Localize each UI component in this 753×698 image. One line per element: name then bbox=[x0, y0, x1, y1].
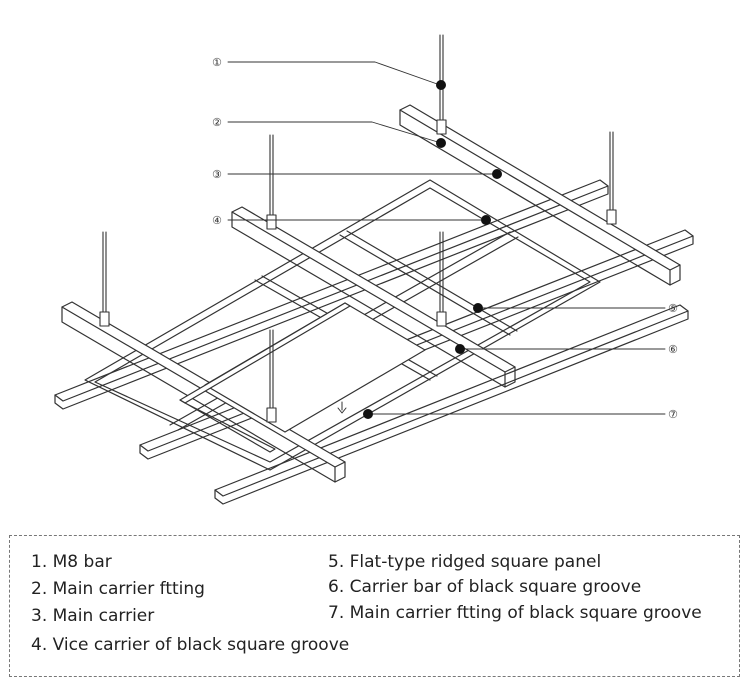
legend-item-5: 5. Flat-type ridged square panel bbox=[328, 552, 602, 572]
rod-5 bbox=[436, 231, 447, 327]
callout-dots bbox=[363, 80, 502, 419]
carrier-bar-3 bbox=[214, 304, 689, 505]
callout-4: ④ bbox=[212, 214, 222, 227]
callout-2: ② bbox=[212, 116, 222, 129]
ceiling-grid-diagram: ① ② ③ ④ ⑤ ⑥ ⑦ bbox=[54, 34, 694, 505]
legend-item-7: 7. Main carrier ftting of black square g… bbox=[328, 603, 702, 623]
m8-bar-rods bbox=[99, 34, 617, 423]
rod-2 bbox=[266, 134, 277, 230]
legend-item-4: 4. Vice carrier of black square groove bbox=[31, 635, 350, 655]
main-carrier-2 bbox=[231, 206, 516, 388]
legend-item-6: 6. Carrier bar of black square groove bbox=[328, 577, 642, 597]
legend-item-2: 2. Main carrier ftting bbox=[31, 579, 205, 599]
legend: 1. M8 bar 2. Main carrier ftting 3. Main… bbox=[9, 535, 740, 677]
main-carrier-1 bbox=[399, 104, 681, 286]
callout-1: ① bbox=[212, 56, 222, 69]
down-arrow-icon bbox=[337, 401, 347, 414]
callout-7: ⑦ bbox=[668, 408, 678, 421]
carrier-bar-1 bbox=[54, 179, 609, 410]
callout-5: ⑤ bbox=[668, 302, 678, 315]
callout-6: ⑥ bbox=[668, 343, 678, 356]
rod-3 bbox=[606, 131, 617, 225]
leader-lines bbox=[227, 61, 666, 415]
rod-4 bbox=[99, 231, 110, 327]
callout-3: ③ bbox=[212, 168, 222, 181]
legend-item-3: 3. Main carrier bbox=[31, 606, 155, 626]
rod-1 bbox=[436, 34, 447, 135]
callout-labels: ① ② ③ ④ ⑤ ⑥ ⑦ bbox=[212, 56, 678, 421]
square-panel bbox=[179, 302, 426, 453]
legend-item-1: 1. M8 bar bbox=[31, 552, 112, 572]
rod-6 bbox=[266, 329, 277, 423]
